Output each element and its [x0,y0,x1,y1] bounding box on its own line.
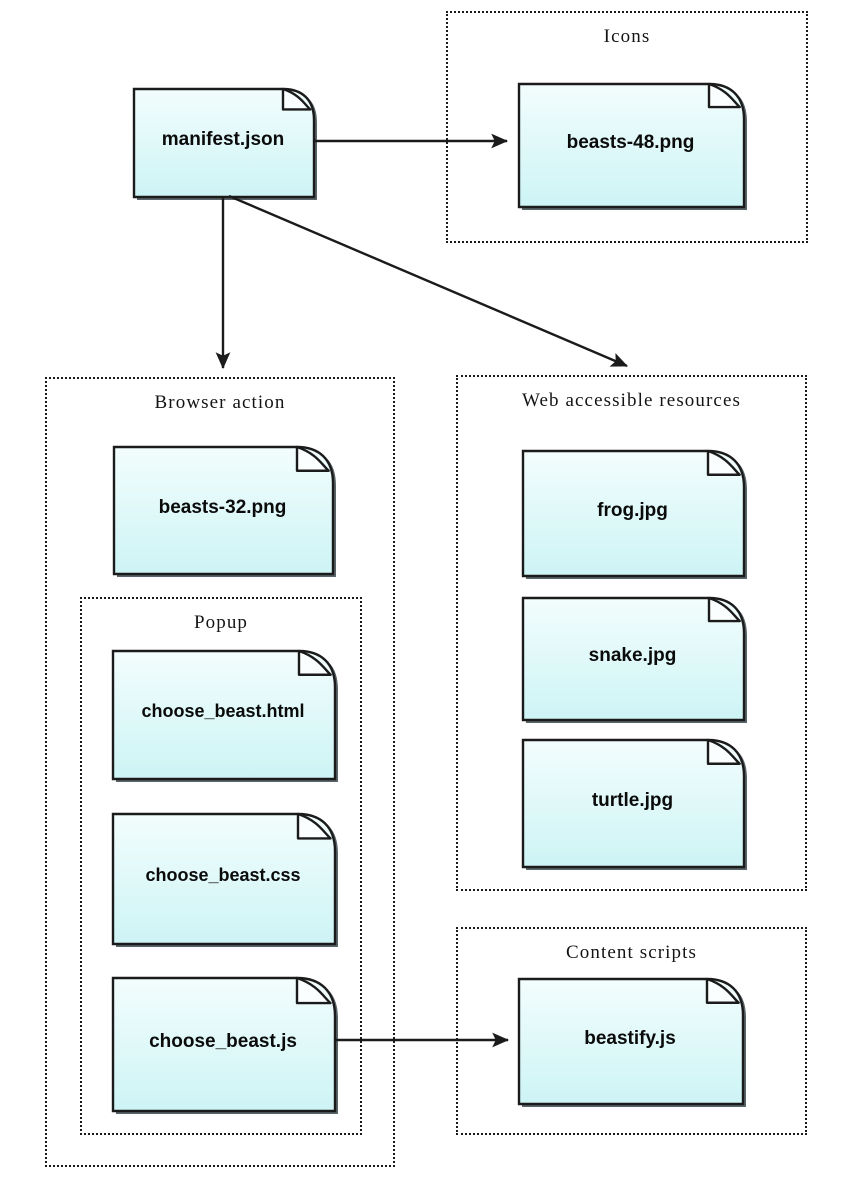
node-frog-jpg[interactable] [521,449,747,579]
group-content-scripts [456,927,807,1135]
node-label-beasts-32-png: beasts-32.png [158,496,287,518]
node-manifest-json[interactable] [132,87,317,200]
group-label-browser-action: Browser action [154,392,286,413]
group-web-accessible-resources [456,375,807,891]
group-browser-action [45,377,395,1167]
node-label-beasts-48-png: beasts-48.png [566,131,695,153]
node-label-turtle-jpg: turtle.jpg [591,789,674,811]
node-label-manifest-json: manifest.json [161,129,285,150]
group-label-web-accessible-resources: Web accessible resources [522,390,741,411]
node-label-snake-jpg: snake.jpg [588,645,677,666]
node-label-choose-beast-css: choose_beast.css [145,865,301,885]
node-choose-beast-html[interactable] [111,649,338,782]
node-choose-beast-css[interactable] [111,812,338,947]
node-turtle-jpg[interactable] [521,738,747,870]
node-label-choose-beast-html: choose_beast.html [141,701,305,721]
group-label-icons: Icons [603,26,651,47]
node-snake-jpg[interactable] [521,596,747,723]
node-label-frog-jpg: frog.jpg [597,499,668,521]
node-beasts-32-png[interactable] [112,445,336,577]
node-label-beastify-js: beastify.js [584,1027,676,1049]
group-label-content-scripts: Content scripts [565,942,698,963]
node-beastify-js[interactable] [517,977,746,1107]
node-beasts-48-png[interactable] [517,82,747,210]
group-popup [80,597,362,1135]
group-label-popup: Popup [193,612,249,633]
node-choose-beast-js[interactable] [111,976,338,1114]
node-label-choose-beast-js: choose_beast.js [149,1030,297,1052]
